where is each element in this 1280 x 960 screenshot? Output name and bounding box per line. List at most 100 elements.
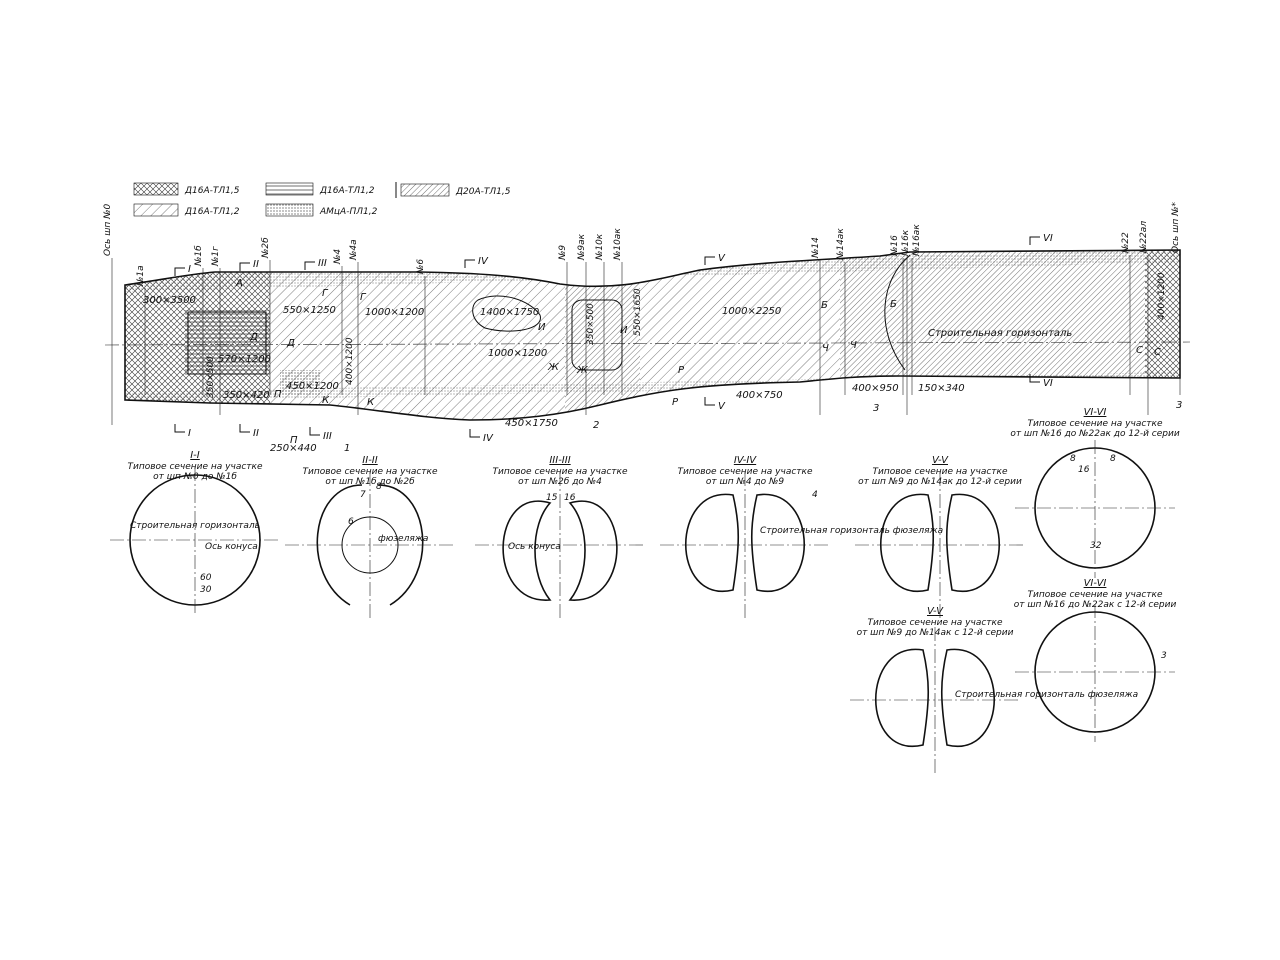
- frame-label: Ось шп №0: [103, 203, 113, 256]
- section-marker-bottom: II: [253, 428, 259, 439]
- detail-letter: Г: [360, 292, 367, 303]
- cutout-dimension: 400×950: [852, 383, 899, 394]
- section-view-note: 16: [564, 493, 576, 503]
- legend: Д16А-ТЛ1,5 Д16А-ТЛ1,2 Д16А-ТЛ1,2 АМцА-ПЛ…: [133, 182, 511, 217]
- section-outline: [945, 493, 1001, 593]
- section-marker-top: VI: [1043, 233, 1053, 244]
- cutout-dimension: 350×500: [206, 356, 216, 398]
- section-view-caption: Типовое сечение на участке: [1028, 590, 1163, 600]
- section-outline: [568, 500, 618, 601]
- section-marker-bottom: I: [188, 428, 191, 439]
- section-outline: [940, 648, 996, 748]
- section-marker-bottom: III: [323, 431, 332, 442]
- detail-letter: Ж: [547, 362, 560, 373]
- legend-swatch-crosshatch: [133, 182, 179, 196]
- frame-label: №16ак: [912, 224, 922, 257]
- section-view-note: 8: [1110, 454, 1116, 464]
- detail-letter: К: [367, 397, 375, 408]
- section-arrow: [469, 429, 480, 438]
- detail-letter: С: [1136, 345, 1143, 356]
- detail-letter: С: [1154, 347, 1161, 358]
- cutout-dimension: 400×750: [736, 390, 783, 401]
- section-view-title: I-I: [190, 450, 200, 461]
- section-view-note: 8: [376, 482, 382, 492]
- detail-letter: А: [235, 278, 243, 289]
- frame-label: №14: [811, 237, 821, 259]
- frame-label: №9: [558, 245, 568, 261]
- section-view-note: Ось конуса: [205, 542, 258, 552]
- cutout-dimension: 570×1200: [218, 354, 271, 365]
- cutout-dimension: 150×340: [918, 383, 965, 394]
- legend-swatch-horizontal: [265, 182, 314, 196]
- section-view-note: 7: [360, 490, 366, 500]
- section-view-note: фюзеляжа: [378, 534, 428, 544]
- section-arrow: [1029, 374, 1040, 383]
- legend-label: АМцА-ПЛ1,2: [319, 207, 378, 217]
- section-view-caption: от шп №16 до №22ак до 12-й серии: [1010, 429, 1180, 439]
- callout-number: 3: [1176, 400, 1182, 411]
- section-arrow: [704, 397, 715, 406]
- section-arrow: [174, 267, 185, 276]
- cutout-dimension: 550×1650: [633, 288, 643, 336]
- detail-letter: Ж: [576, 365, 589, 376]
- frame-label: №10ак: [613, 228, 623, 261]
- section-marker-top: IV: [478, 256, 489, 267]
- detail-letter: Р: [678, 365, 685, 376]
- legend-label: Д16А-ТЛ1,2: [319, 186, 375, 196]
- section-view-note: Строительная горизонталь: [130, 521, 260, 531]
- section-outline: [750, 493, 806, 593]
- section-view-caption: Типовое сечение на участке: [868, 618, 1003, 628]
- section-outline: [879, 493, 935, 593]
- cutout-dimension: 350×420: [223, 390, 270, 401]
- legend-swatch-dotted: [265, 203, 314, 217]
- frame-label: Ось шп №*: [1171, 201, 1181, 253]
- section-outline: [874, 648, 930, 748]
- section-view-note: Строительная горизонталь фюзеляжа: [955, 690, 1138, 700]
- section-view-note: 8: [1070, 454, 1076, 464]
- section-arrow: [704, 256, 715, 265]
- frame-label: №1г: [211, 246, 221, 267]
- cutout-dimension: 400×1200: [1157, 272, 1167, 320]
- section-outline: [502, 500, 552, 601]
- frame-label: №16: [890, 235, 900, 257]
- detail-letter: Р: [672, 397, 679, 408]
- section-view-note: 6: [348, 517, 354, 527]
- section-view-note: 32: [1090, 541, 1102, 551]
- frame-label: №1б: [194, 245, 204, 267]
- section-view-note: Строительная горизонталь фюзеляжа: [760, 526, 943, 536]
- section-marker-top: I: [188, 264, 191, 275]
- cutout-dimension: 400×1200: [345, 337, 355, 385]
- section-view-title: VI-VI: [1084, 407, 1107, 418]
- frame-label: №1а: [136, 265, 146, 287]
- frame-label: №4а: [349, 239, 359, 261]
- legend-swatch-hatch: [133, 203, 179, 217]
- section-view-title: V-V: [932, 455, 949, 466]
- detail-letter: Г: [322, 288, 329, 299]
- frame-label: №9ак: [577, 233, 587, 261]
- callout-number: 2: [593, 420, 599, 431]
- cutout-dimension: 300×3500: [143, 295, 196, 306]
- section-view-title: IV-IV: [734, 455, 757, 466]
- section-view-title: III-III: [549, 455, 570, 466]
- detail-letter: Б: [890, 299, 897, 310]
- detail-letter: Ч: [822, 343, 829, 354]
- cutout-dimension: 1000×1200: [365, 307, 424, 318]
- section-view-title: VI-VI: [1084, 578, 1107, 589]
- detail-letter: И: [620, 325, 628, 336]
- frame-label: №2б: [261, 237, 271, 259]
- legend-label: Д16А-ТЛ1,2: [184, 207, 240, 217]
- section-outline: [684, 493, 740, 593]
- frame-label: №22ал: [1139, 221, 1149, 254]
- callout-number: 1: [344, 443, 350, 454]
- section-view-caption: Типовое сечение на участке: [1028, 419, 1163, 429]
